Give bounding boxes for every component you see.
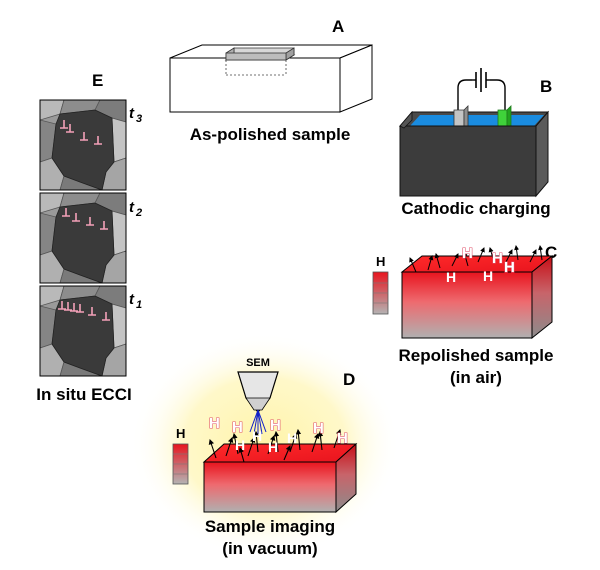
hydrogen-atom: H: [483, 268, 493, 284]
electron-beam: [249, 409, 267, 435]
panel-e-letter: E: [92, 71, 103, 90]
hydrogen-atom: H: [209, 415, 220, 432]
electrolysis-cell: [398, 68, 550, 198]
ecci-frame-t3: t 3: [39, 99, 142, 191]
panel-d-letter: D: [343, 370, 355, 389]
time-subscript-3: 3: [136, 113, 142, 125]
panel-a: A As-polished sample: [169, 17, 373, 144]
panel-a-letter: A: [332, 17, 344, 36]
dislocation-array: [58, 301, 110, 321]
panel-c-escape-arrows: [409, 245, 544, 273]
hydrogen-atom: H: [313, 420, 324, 437]
hydrogen-atom: H: [504, 259, 515, 276]
panel-b-caption: Cathodic charging: [401, 199, 550, 218]
hydrogen-atom: H: [235, 437, 245, 453]
dislocation-array: [60, 120, 102, 145]
ecci-frame-t2: t 2: [39, 192, 142, 284]
time-label-t3: t: [129, 105, 135, 122]
sem-column: [237, 371, 279, 413]
imaging-sample-block: [202, 442, 358, 514]
hydrogen-atom: H: [270, 417, 281, 434]
panel-e-caption: In situ ECCI: [36, 385, 131, 404]
hydrogen-atom: H: [268, 439, 278, 455]
panel-d-hydrogen-atoms: H H H H H H H H H: [208, 414, 348, 455]
repolished-sample-block: [400, 254, 554, 340]
panel-a-caption: As-polished sample: [190, 125, 351, 144]
panel-c: C H H H H H: [372, 243, 557, 387]
panel-c-caption-line2: (in air): [450, 368, 502, 387]
panel-c-hydrogen-atoms: H H H H H: [446, 244, 515, 285]
sem-label: SEM: [246, 357, 270, 369]
time-subscript-1: 1: [136, 299, 142, 311]
as-polished-block: [169, 44, 373, 113]
panel-d-caption-line1: Sample imaging: [205, 517, 335, 536]
specimen-insert: [224, 47, 296, 76]
electrolyte: [410, 115, 544, 126]
time-label-t2: t: [129, 199, 135, 216]
hydrogen-atom: H: [337, 430, 348, 447]
hydrogen-atom: H: [232, 419, 243, 436]
hydrogen-atom: H: [252, 428, 262, 444]
hydrogen-atom: H: [492, 250, 503, 267]
panel-d-escape-arrows: [208, 428, 342, 463]
panel-b: B Cathodic charging: [398, 68, 552, 218]
panel-e: E t 3 t 2: [36, 71, 142, 404]
panel-c-caption-line1: Repolished sample: [399, 346, 554, 365]
time-subscript-2: 2: [135, 207, 142, 219]
dislocation-array: [62, 208, 108, 230]
ecci-frame-t1: t 1: [39, 285, 142, 377]
panel-d-caption-line2: (in vacuum): [222, 539, 317, 558]
hydrogen-atom: H: [462, 245, 473, 262]
time-label-t1: t: [129, 291, 135, 308]
panel-b-letter: B: [540, 77, 552, 96]
panel-c-scale-label: H: [376, 254, 385, 269]
panel-d-scale-label: H: [176, 426, 185, 441]
hydrogen-atom: H: [446, 269, 456, 285]
panel-d: D SEM H: [130, 333, 400, 558]
hydrogen-atom: H: [287, 430, 297, 446]
